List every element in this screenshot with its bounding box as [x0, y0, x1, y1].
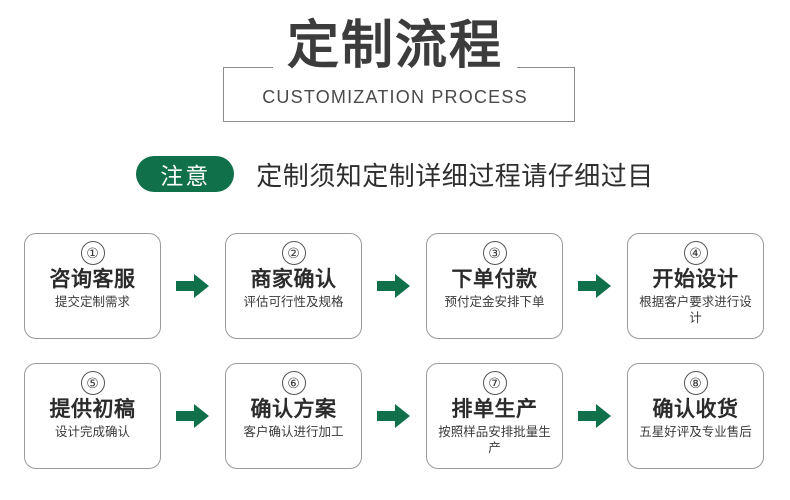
- process-step-card: ③ 下单付款 预付定金安排下单: [426, 233, 563, 339]
- process-row-2: ⑤ 提供初稿 设计完成确认 ⑥ 确认方案 客户确认进行加工 ⑦ 排单生产 按照样…: [24, 361, 764, 471]
- step-title: 确认方案: [250, 398, 337, 421]
- step-number: ⑦: [482, 371, 507, 395]
- process-step-card: ① 咨询客服 提交定制需求: [24, 233, 161, 339]
- step-description: 客户确认进行加工: [243, 425, 344, 440]
- step-description: 五星好评及专业售后: [639, 425, 752, 440]
- step-description: 设计完成确认: [54, 425, 130, 440]
- arrow-right-icon: [377, 273, 411, 299]
- step-title: 提供初稿: [49, 398, 136, 421]
- step-title: 排单生产: [451, 398, 538, 421]
- process-step-card: ⑧ 确认收货 五星好评及专业售后: [627, 363, 764, 469]
- process-step-card: ⑤ 提供初稿 设计完成确认: [24, 363, 161, 469]
- page-title-text: 定制流程: [272, 20, 517, 72]
- step-number: ①: [80, 241, 105, 265]
- step-number: ⑥: [281, 371, 306, 395]
- step-number: ⑤: [80, 371, 105, 395]
- arrow-right-icon: [377, 403, 411, 429]
- step-title: 开始设计: [652, 268, 739, 291]
- notice-bar: 注意 定制须知定制详细过程请仔细过目: [0, 152, 790, 196]
- step-number: ④: [683, 241, 708, 265]
- page-title: 定制流程: [0, 20, 790, 72]
- process-step-card: ⑥ 确认方案 客户确认进行加工: [225, 363, 362, 469]
- arrow-right-icon: [578, 403, 612, 429]
- step-number: ③: [482, 241, 507, 265]
- process-step-card: ④ 开始设计 根据客户要求进行设计: [627, 233, 764, 339]
- step-title: 咨询客服: [49, 268, 136, 291]
- process-step-card: ⑦ 排单生产 按照样品安排批量生产: [426, 363, 563, 469]
- page-header: 定制流程 CUSTOMIZATION PROCESS: [0, 0, 790, 140]
- step-number: ②: [281, 241, 306, 265]
- process-step-card: ② 商家确认 评估可行性及规格: [225, 233, 362, 339]
- step-title: 下单付款: [451, 268, 538, 291]
- notice-text: 定制须知定制详细过程请仔细过目: [256, 160, 654, 191]
- arrow-right-icon: [176, 403, 210, 429]
- process-row-1: ① 咨询客服 提交定制需求 ② 商家确认 评估可行性及规格 ③ 下单付款 预付定…: [24, 231, 764, 341]
- step-title: 确认收货: [652, 398, 739, 421]
- notice-badge: 注意: [136, 156, 235, 192]
- step-description: 根据客户要求进行设计: [639, 295, 752, 326]
- step-title: 商家确认: [250, 268, 337, 291]
- arrow-right-icon: [578, 273, 612, 299]
- step-description: 按照样品安排批量生产: [438, 425, 551, 456]
- step-description: 评估可行性及规格: [243, 295, 344, 310]
- step-description: 预付定金安排下单: [444, 295, 545, 310]
- arrow-right-icon: [176, 273, 210, 299]
- step-number: ⑧: [683, 371, 708, 395]
- page-subtitle: CUSTOMIZATION PROCESS: [262, 87, 528, 107]
- step-description: 提交定制需求: [54, 295, 130, 310]
